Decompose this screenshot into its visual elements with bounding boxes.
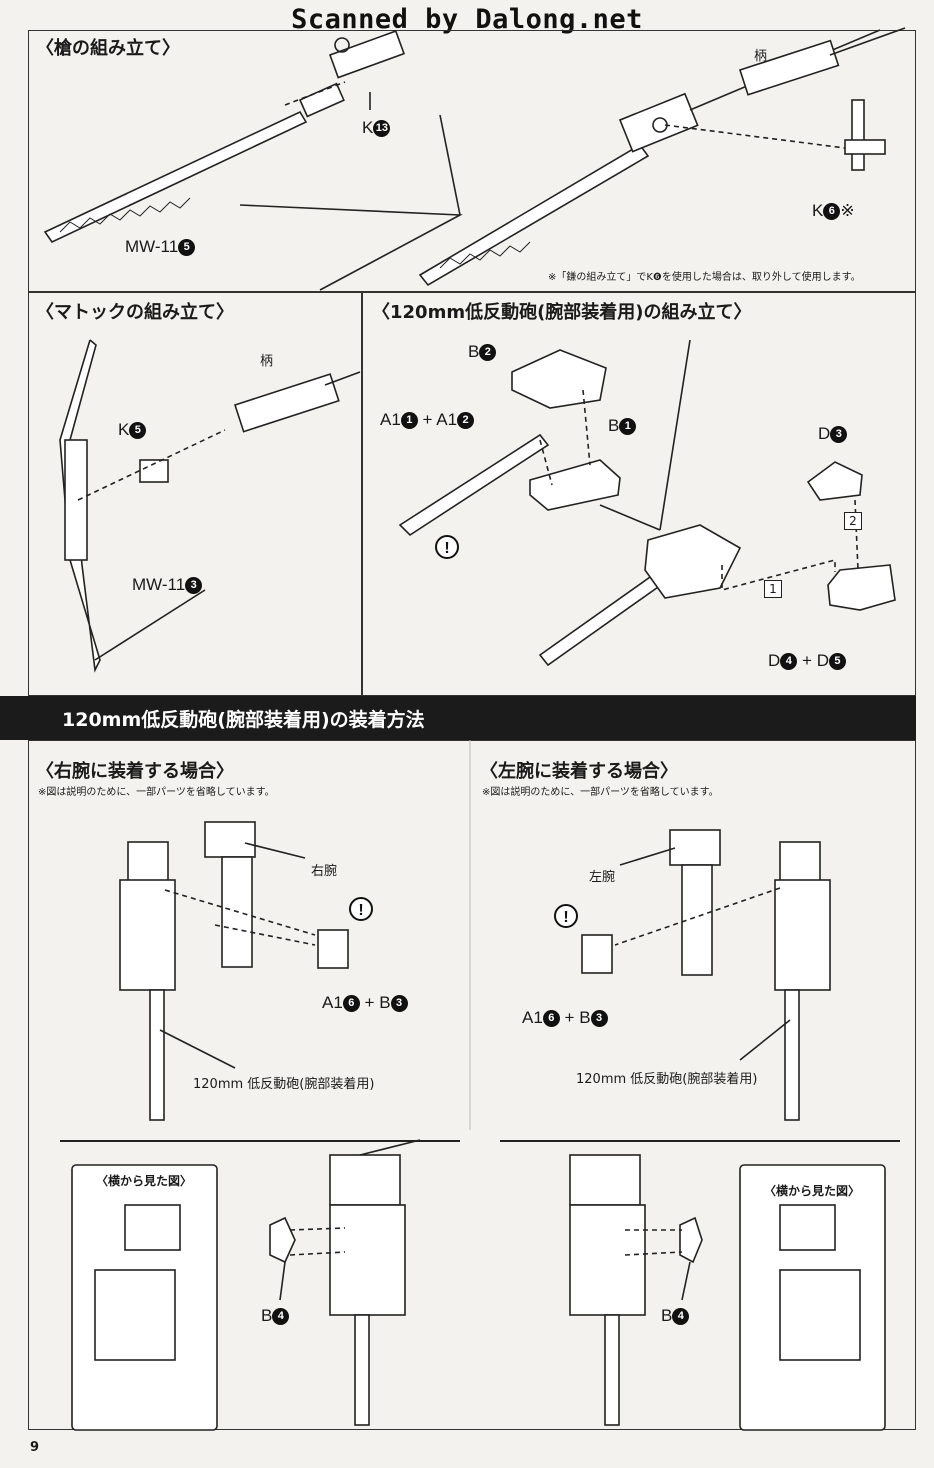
warning-icon bbox=[554, 904, 578, 928]
right-side-view-title: 〈横から見た図〉 bbox=[96, 1174, 193, 1188]
mattock-handle-label: 柄 bbox=[260, 354, 274, 369]
step-number-2: 2 bbox=[844, 512, 862, 530]
left-arm-title: 〈左腕に装着する場合〉 bbox=[480, 761, 678, 782]
left-cannon-label: 120mm 低反動砲(腕部装着用) bbox=[576, 1072, 758, 1087]
cannon-panel bbox=[362, 292, 916, 696]
watermark-text: Scanned by Dalong.net bbox=[291, 4, 643, 35]
svg-text:!: ! bbox=[358, 902, 363, 919]
svg-text:!: ! bbox=[444, 540, 449, 557]
spear-panel bbox=[28, 30, 916, 292]
right-arm-label: 右腕 bbox=[311, 864, 338, 879]
left-omit-note: ※図は説明のために、一部パーツを省略しています。 bbox=[482, 787, 719, 798]
right-arm-title: 〈右腕に装着する場合〉 bbox=[36, 761, 234, 782]
warning-icon bbox=[435, 535, 459, 559]
step-number-1: 1 bbox=[764, 580, 782, 598]
mount-section-band bbox=[0, 696, 916, 740]
cannon-section-title: 〈120mm低反動砲(腕部装着用)の組み立て〉 bbox=[372, 302, 752, 323]
page-number: 9 bbox=[30, 1440, 40, 1455]
right-omit-note: ※図は説明のために、一部パーツを省略しています。 bbox=[38, 787, 275, 798]
spear-note: ※「鎌の組み立て」でK❻を使用した場合は、取り外して使用します。 bbox=[548, 272, 861, 283]
svg-text:!: ! bbox=[563, 909, 568, 926]
warning-icon bbox=[349, 897, 373, 921]
mount-panel bbox=[28, 740, 916, 1430]
spear-section-title: 〈槍の組み立て〉 bbox=[36, 38, 180, 59]
mattock-panel bbox=[28, 292, 362, 696]
mattock-section-title: 〈マトックの組み立て〉 bbox=[36, 302, 234, 323]
spear-handle-label: 柄 bbox=[754, 49, 768, 64]
mount-section-title: 120mm低反動砲(腕部装着用)の装着方法 bbox=[62, 709, 425, 731]
left-side-view-title: 〈横から見た図〉 bbox=[764, 1184, 861, 1198]
left-arm-label: 左腕 bbox=[589, 870, 616, 885]
right-cannon-label: 120mm 低反動砲(腕部装着用) bbox=[193, 1077, 375, 1092]
